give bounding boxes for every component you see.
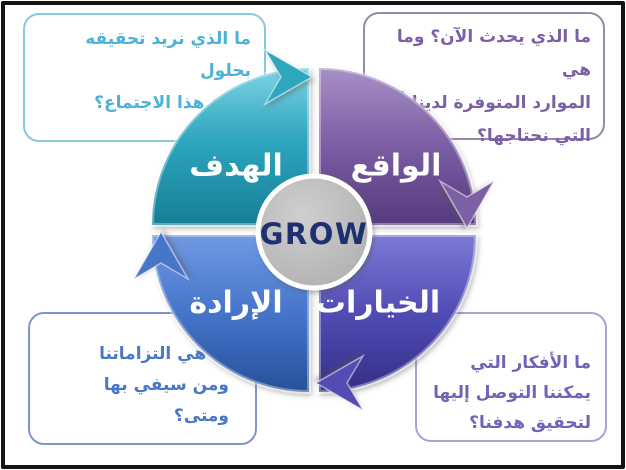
label-reality: الواقع [351, 149, 442, 184]
arrowhead-goal-to-reality [262, 47, 314, 107]
callout-reality: ما الذي يحدث الآن؟ وما هي الموارد المتوف… [363, 12, 605, 146]
center-grow-label: GROW [260, 217, 369, 251]
callout-goal-line: ما الذي نريد تحقيقه بحلول [85, 29, 251, 81]
callout-reality-line: الموارد المتوفرة لدينا أو [389, 93, 591, 113]
arrowhead-will-to-goal [131, 230, 191, 282]
callout-goal: ما الذي نريد تحقيقه بحلول نهاية هذا الاج… [23, 13, 266, 142]
callout-will: ما هي التزاماتنا ومن سيفي بها ومتى؟ [28, 312, 257, 445]
label-goal: الهدف [189, 149, 283, 184]
callout-will-line: ومتى؟ [173, 406, 229, 426]
callout-will-line: ومن سيفي بها [103, 375, 229, 395]
callout-options-line: ما الأفكار التي [470, 353, 591, 373]
callout-goal-line: نهاية هذا الاجتماع؟ [94, 93, 251, 113]
callout-options: ما الأفكار التي يمكننا التوصل إليها لتحق… [415, 312, 607, 442]
callout-options-line: يمكننا التوصل إليها [433, 383, 591, 403]
callout-reality-line: التي نحتاجها؟ [477, 126, 591, 146]
arrowhead-options-to-will [314, 353, 366, 413]
callout-options-line: لتحقيق هدفنا؟ [469, 413, 591, 433]
arrowhead-reality-to-options [437, 178, 497, 230]
callout-will-line: ما هي التزاماتنا [99, 344, 229, 364]
callout-reality-line: ما الذي يحدث الآن؟ وما هي [396, 27, 591, 80]
center-circle [255, 173, 373, 291]
